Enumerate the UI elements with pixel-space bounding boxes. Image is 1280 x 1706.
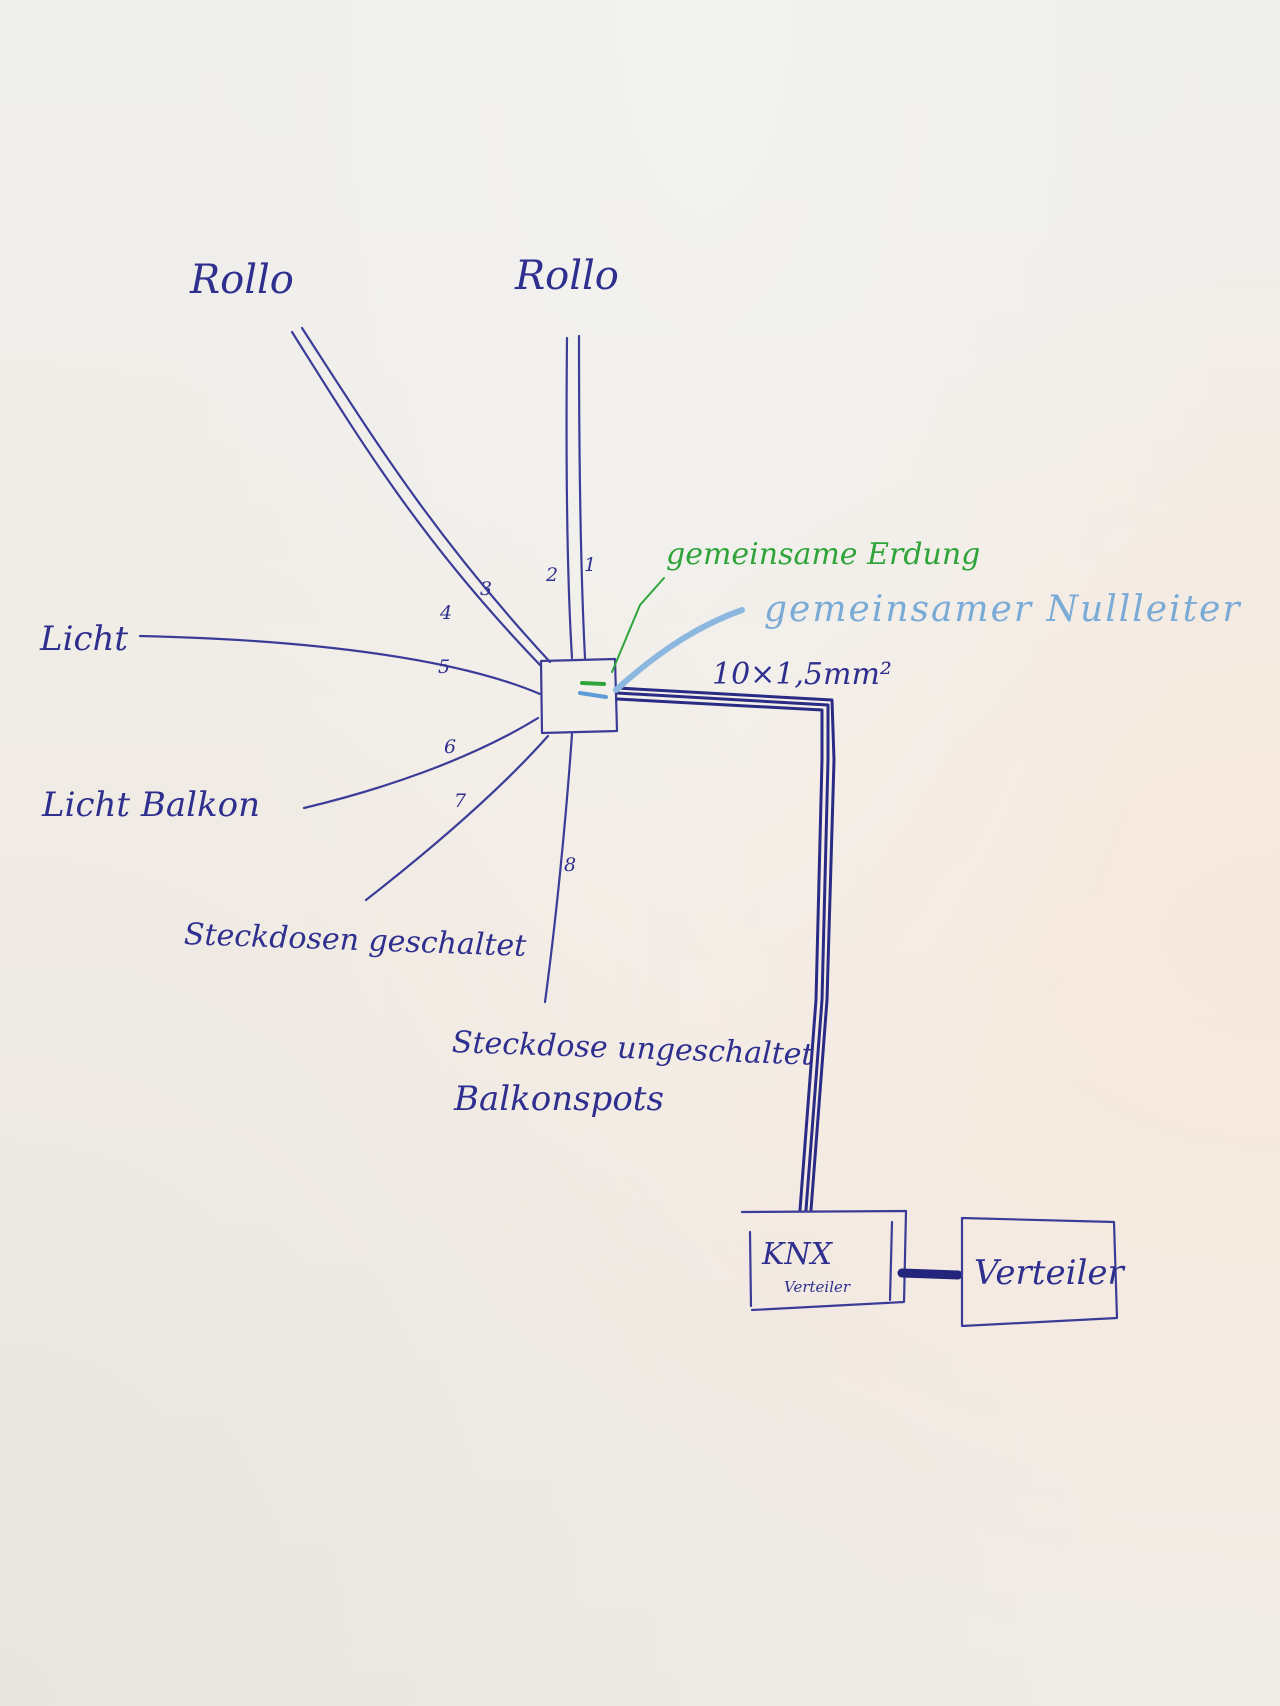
wire-number-2: 2 <box>546 564 559 586</box>
wire-steckdosen-geschaltet <box>364 734 550 902</box>
wire-licht <box>138 634 542 696</box>
label-rollo-left: Rollo <box>190 257 294 303</box>
main-cable <box>615 686 836 1212</box>
label-licht-balkon: Licht Balkon <box>42 785 260 825</box>
wire-number-6: 6 <box>444 736 457 758</box>
neutral-mark <box>578 691 608 699</box>
neutral-pointer <box>613 607 745 693</box>
ground-mark <box>580 681 606 686</box>
wire-steckdose-ungeschaltet <box>543 732 574 1004</box>
knx-distributor-box-side <box>748 1230 753 1308</box>
label-cable-spec: 10×1,5mm² <box>712 657 892 692</box>
wire-rollo-right-a <box>565 336 574 660</box>
knx-to-distributor-link <box>897 1268 963 1280</box>
wire-number-8: 8 <box>564 854 577 876</box>
wire-licht-balkon <box>302 716 540 810</box>
label-balkonspots: Balkonspots <box>454 1079 664 1119</box>
label-gemeinsame-erdung: gemeinsame Erdung <box>666 537 981 572</box>
knx-distributor-box-right <box>888 1220 894 1302</box>
label-verteiler: Verteiler <box>974 1253 1124 1293</box>
junction-box <box>539 657 619 735</box>
wire-number-4: 4 <box>440 602 453 624</box>
wire-number-7: 7 <box>454 790 467 812</box>
wire-rollo-left-a <box>290 330 542 667</box>
wire-number-5: 5 <box>438 656 451 678</box>
wire-number-1: 1 <box>584 554 597 576</box>
label-knx-subtitle: Verteiler <box>784 1278 851 1296</box>
ground-pointer <box>611 577 665 673</box>
label-knx-title: KNX <box>762 1237 833 1272</box>
wire-rollo-left-b <box>300 326 552 664</box>
distributor-box <box>960 1216 1119 1328</box>
knx-distributor-box <box>740 1209 908 1312</box>
label-gemeinsamer-nullleiter: gemeinsamer Nullleiter <box>764 589 1242 630</box>
wire-number-3: 3 <box>480 578 493 600</box>
wire-rollo-right-b <box>577 334 587 660</box>
label-rollo-right: Rollo <box>515 253 619 299</box>
label-licht: Licht <box>40 619 129 659</box>
